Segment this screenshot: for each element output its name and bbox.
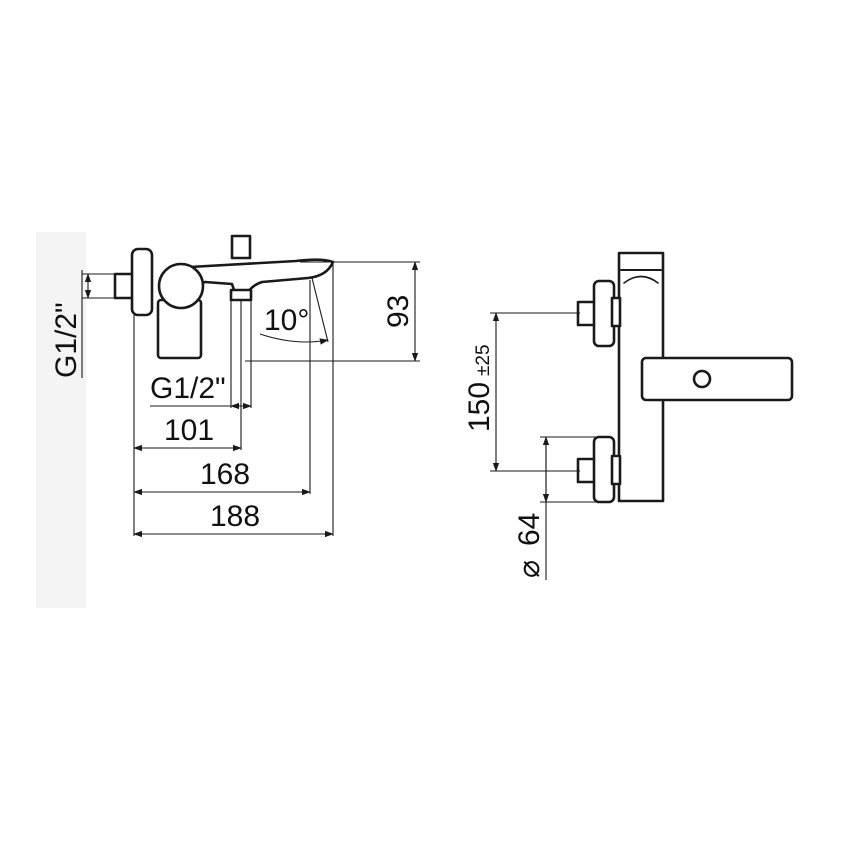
height-label: 93 — [382, 295, 415, 328]
front-view-dimensions — [490, 312, 596, 580]
escutcheon-diameter-label: 64 — [513, 513, 546, 546]
side-view — [113, 234, 335, 360]
front-view — [576, 251, 794, 504]
lever-handle — [640, 356, 794, 402]
wall-escutcheon — [130, 247, 154, 317]
depth-outlet-label: 101 — [164, 414, 214, 447]
outlet-thread-label: G1/2" — [150, 372, 226, 405]
lower-nut — [610, 454, 622, 486]
depth-total-label: 188 — [210, 500, 260, 533]
upper-nut — [610, 296, 622, 328]
inlet-thread-label: G1/2" — [50, 302, 83, 378]
centres-label: 150 — [463, 382, 496, 432]
side-view-dimensions — [81, 261, 420, 538]
sheet-edge — [36, 232, 86, 608]
centres-tolerance-label: ±25 — [473, 344, 494, 376]
depth-spout-label: 168 — [200, 458, 250, 491]
spout-angle-label: 10° — [264, 304, 309, 337]
top-button — [230, 234, 252, 260]
bottom-outlet — [229, 288, 253, 302]
diameter-symbol: ⌀ — [513, 560, 546, 578]
control-knob — [157, 262, 205, 310]
lever-hole — [692, 369, 712, 389]
